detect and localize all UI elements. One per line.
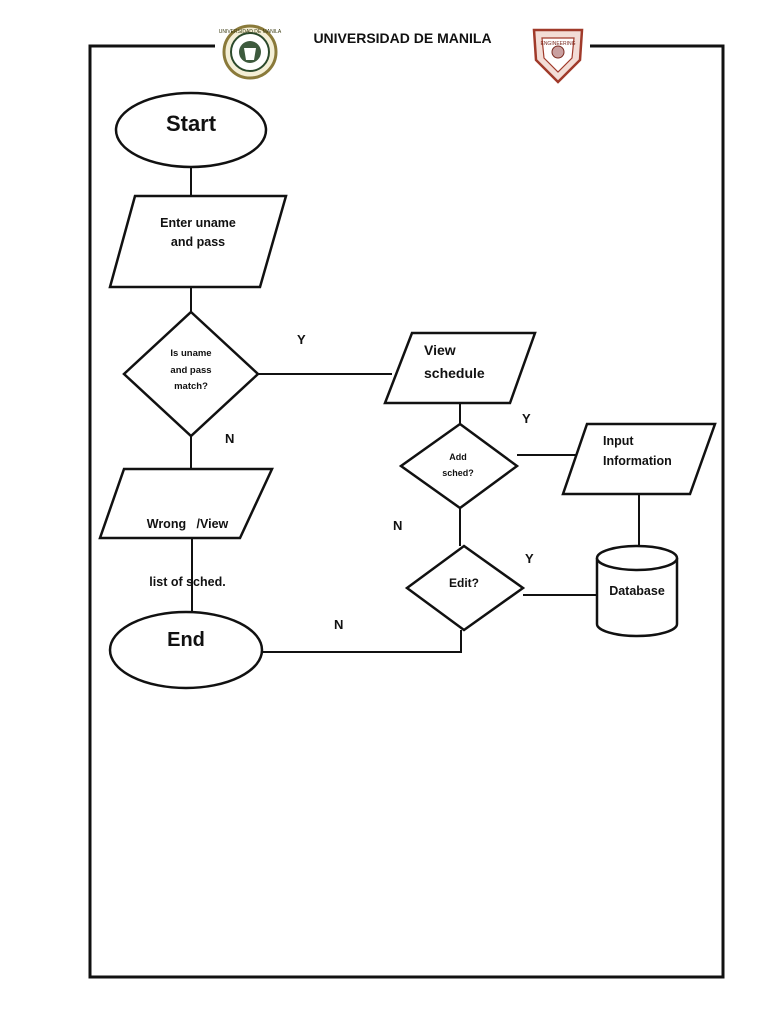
- view-schedule-label: View schedule: [424, 339, 504, 385]
- input-information-line-2: Information: [603, 454, 672, 468]
- match-line-1: Is uname: [170, 348, 212, 359]
- add-sched-decision: [398, 422, 520, 510]
- shapes: [98, 91, 717, 690]
- add-sched-label: Add sched?: [430, 450, 486, 482]
- match-decision: [122, 310, 260, 438]
- enter-credentials-label: Enter uname and pass: [140, 214, 256, 253]
- match-yes-label: Y: [297, 332, 306, 347]
- match-line-2: and pass: [170, 364, 212, 376]
- match-line-3: match?: [174, 381, 208, 393]
- start-label: Start: [165, 111, 217, 136]
- database-label: Database: [609, 584, 665, 598]
- wrong-view-io: [98, 467, 274, 540]
- add-no-label: N: [393, 518, 403, 533]
- connectors: [190, 167, 640, 653]
- database-cylinder: [595, 544, 679, 638]
- engineering-shield-logo: [532, 28, 584, 84]
- input-information-io: [561, 422, 717, 496]
- end-terminal: [108, 610, 264, 690]
- logo-right-ring-text: ENGINEERING: [540, 41, 575, 47]
- enter-credentials-io: [108, 194, 288, 289]
- wrong-view-line-1: Wrong /View: [146, 516, 229, 531]
- enter-credentials-line-1: Enter uname: [160, 216, 236, 230]
- view-schedule-io: [383, 331, 537, 405]
- university-seal-logo: [222, 24, 278, 80]
- match-no-label: N: [225, 431, 235, 446]
- view-schedule-line-2: schedule: [424, 365, 485, 382]
- logo-left-ring-text: UNIVERSIDAD DE MANILA: [219, 29, 282, 35]
- edit-yes-label: Y: [525, 551, 534, 566]
- edit-decision-label: Edit?: [449, 576, 479, 590]
- enter-credentials-line-2: and pass: [170, 235, 226, 250]
- add-sched-line-2: sched?: [442, 467, 474, 478]
- input-information-label: Input Information: [603, 431, 703, 471]
- match-decision-label: Is uname and pass match?: [150, 346, 232, 396]
- wrong-view-label: Wrong /View list of sched.: [130, 476, 245, 631]
- edit-decision: [404, 544, 526, 632]
- view-schedule-line-1: View: [424, 342, 456, 358]
- connector-edit-no: [262, 630, 462, 653]
- page-border: [88, 44, 725, 979]
- add-sched-line-1: Add: [449, 452, 467, 462]
- end-label: End: [167, 629, 205, 651]
- add-yes-label: Y: [522, 411, 531, 426]
- page-title: UNIVERSIDAD DE MANILA: [313, 30, 492, 46]
- start-terminal: [114, 91, 268, 169]
- input-information-line-1: Input: [603, 434, 634, 448]
- edit-no-label: N: [334, 617, 344, 632]
- wrong-view-line-2: list of sched.: [149, 574, 226, 589]
